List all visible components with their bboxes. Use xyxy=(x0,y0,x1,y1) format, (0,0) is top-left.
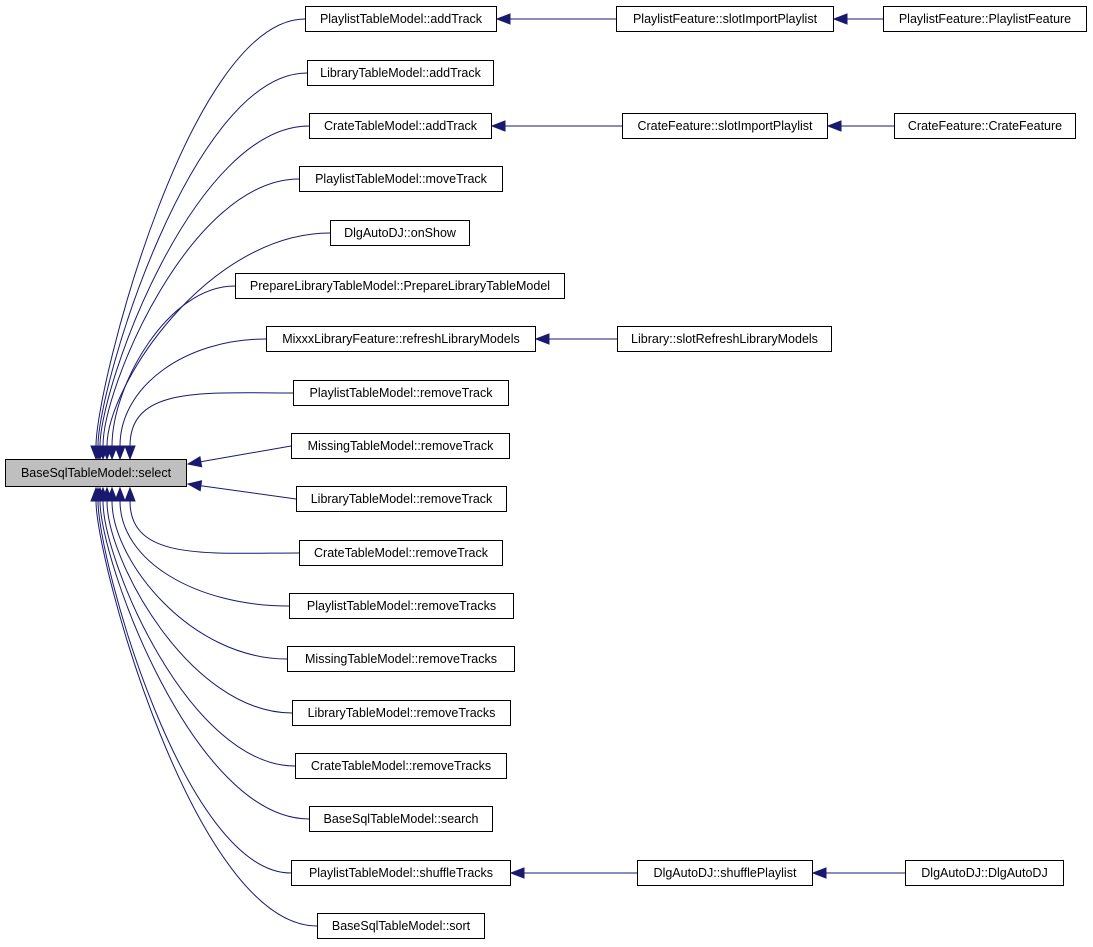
edge-n4-to-root xyxy=(102,178,300,447)
node-crate-table-model-remove-tracks[interactable]: CrateTableModel::removeTracks xyxy=(295,753,507,779)
edge-p2-to-p1-arrowhead xyxy=(832,13,848,25)
edge-l1-to-n7-arrowhead xyxy=(534,333,550,345)
node-library-table-model-remove-track[interactable]: LibraryTableModel::removeTrack xyxy=(296,486,507,512)
node-playlist-table-model-add-track[interactable]: PlaylistTableModel::addTrack xyxy=(305,6,497,32)
node-dlg-auto-dj-shuffle-playlist[interactable]: DlgAutoDJ::shufflePlaylist xyxy=(637,860,813,886)
node-base-sql-table-model-sort[interactable]: BaseSqlTableModel::sort xyxy=(317,913,485,939)
edge-n15-to-root xyxy=(102,500,296,767)
node-playlist-table-model-remove-track[interactable]: PlaylistTableModel::removeTrack xyxy=(293,380,509,406)
edge-n3-to-root xyxy=(99,125,310,447)
edge-n13-to-root xyxy=(111,500,288,660)
edge-n9-to-root-arrowhead xyxy=(186,456,203,468)
edge-n9-to-root xyxy=(200,445,292,463)
node-playlist-table-model-remove-tracks[interactable]: PlaylistTableModel::removeTracks xyxy=(289,593,514,619)
edge-n8-to-root-arrowhead xyxy=(124,445,136,461)
node-base-sql-table-model-select[interactable]: BaseSqlTableModel::select xyxy=(5,459,187,487)
edge-n17-to-root xyxy=(97,500,292,874)
node-library-table-model-remove-tracks[interactable]: LibraryTableModel::removeTracks xyxy=(292,700,511,726)
edge-n6-to-root xyxy=(111,285,236,447)
node-missing-table-model-remove-tracks[interactable]: MissingTableModel::removeTracks xyxy=(287,646,515,672)
edge-c1-to-n3-arrowhead xyxy=(490,120,506,132)
node-missing-table-model-remove-track[interactable]: MissingTableModel::removeTrack xyxy=(291,433,510,459)
node-dlg-auto-dj-constructor[interactable]: DlgAutoDJ::DlgAutoDJ xyxy=(905,860,1064,886)
edge-c2-to-c1-arrowhead xyxy=(826,120,842,132)
node-playlist-feature-slot-import-playlist[interactable]: PlaylistFeature::slotImportPlaylist xyxy=(616,6,834,32)
edge-n11-to-root xyxy=(129,500,300,554)
node-playlist-table-model-shuffle-tracks[interactable]: PlaylistTableModel::shuffleTracks xyxy=(291,860,511,886)
node-playlist-table-model-move-track[interactable]: PlaylistTableModel::moveTrack xyxy=(299,166,503,192)
edge-d2-to-d1-arrowhead xyxy=(811,867,827,879)
node-prepare-library-table-model[interactable]: PrepareLibraryTableModel::PrepareLibrary… xyxy=(235,273,565,299)
node-playlist-feature-constructor[interactable]: PlaylistFeature::PlaylistFeature xyxy=(883,6,1087,32)
node-mixxx-library-feature-refresh[interactable]: MixxxLibraryFeature::refreshLibraryModel… xyxy=(266,326,536,352)
edge-n18-to-root xyxy=(95,500,318,927)
edge-n7-to-root-arrowhead xyxy=(114,445,126,461)
edge-n14-to-root xyxy=(106,500,293,714)
edge-n5-to-root xyxy=(106,232,331,447)
edge-n18-to-root-arrowhead xyxy=(90,486,102,502)
edge-n10-to-root xyxy=(200,485,297,500)
node-crate-feature-constructor[interactable]: CrateFeature::CrateFeature xyxy=(894,113,1076,139)
arrowheads xyxy=(90,13,848,879)
node-base-sql-table-model-search[interactable]: BaseSqlTableModel::search xyxy=(309,806,493,832)
edge-d1-to-n17-arrowhead xyxy=(509,867,525,879)
edge-n2-to-root xyxy=(97,72,308,447)
edge-n8-to-root xyxy=(129,392,294,447)
node-library-table-model-add-track[interactable]: LibraryTableModel::addTrack xyxy=(307,60,494,86)
edges xyxy=(95,18,905,927)
edge-n6-to-root-arrowhead xyxy=(106,445,118,461)
edge-n12-to-root xyxy=(119,500,290,607)
node-dlg-auto-dj-on-show[interactable]: DlgAutoDJ::onShow xyxy=(330,220,470,246)
node-crate-feature-slot-import-playlist[interactable]: CrateFeature::slotImportPlaylist xyxy=(622,113,828,139)
node-library-slot-refresh-library-models[interactable]: Library::slotRefreshLibraryModels xyxy=(617,326,832,352)
node-crate-table-model-remove-track[interactable]: CrateTableModel::removeTrack xyxy=(299,540,503,566)
edge-n10-to-root-arrowhead xyxy=(186,480,203,492)
edge-n1-to-root xyxy=(95,18,306,447)
edge-p1-to-n1-arrowhead xyxy=(495,13,511,25)
edge-n11-to-root-arrowhead xyxy=(124,486,136,502)
edge-n12-to-root-arrowhead xyxy=(114,486,126,502)
node-crate-table-model-add-track[interactable]: CrateTableModel::addTrack xyxy=(309,113,492,139)
edge-n7-to-root xyxy=(119,338,267,447)
edge-n16-to-root xyxy=(99,500,310,820)
